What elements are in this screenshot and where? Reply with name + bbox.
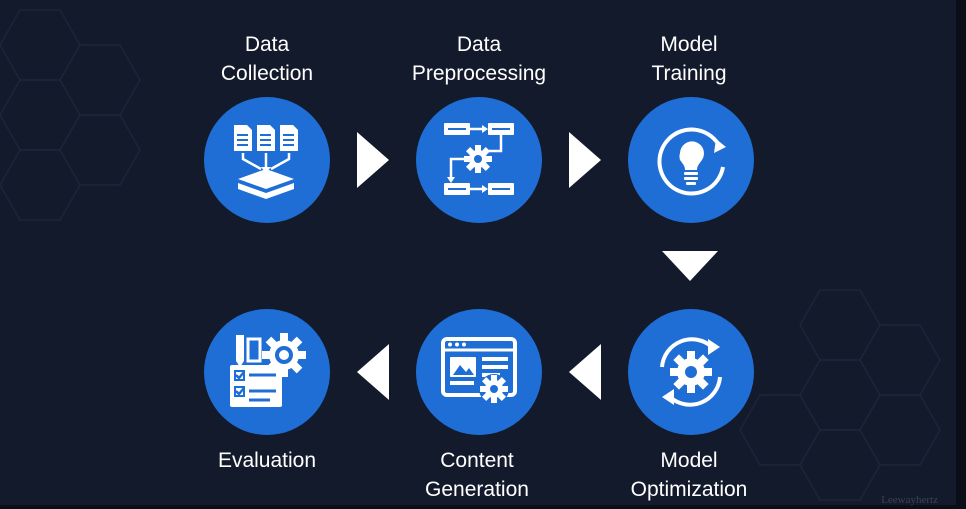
arrow-right-1: [357, 132, 389, 188]
step-label-model-training: Model Training: [651, 33, 727, 85]
data-collection-icon: [234, 125, 298, 199]
gear-cycle-icon: [660, 337, 722, 407]
step-model-optimization: [628, 309, 754, 435]
step-label-data-preprocessing: Data Preprocessing: [411, 33, 547, 85]
step-data-preprocessing: [416, 97, 542, 223]
watermark: Leewayhertz: [881, 494, 938, 506]
arrow-down: [662, 251, 718, 281]
step-evaluation: [204, 309, 330, 435]
checklist-gear-icon: [230, 333, 306, 407]
bottom-border: [0, 505, 966, 509]
step-label-data-collection: Data Collection: [220, 33, 314, 85]
arrow-right-2: [569, 132, 601, 188]
arrow-left-1: [569, 344, 601, 400]
flowchart-gear-icon: [444, 123, 514, 195]
step-label-model-optimization: Model Optimization: [630, 449, 748, 501]
step-data-collection: [204, 97, 330, 223]
lightbulb-cycle-icon: [657, 127, 726, 196]
step-label-evaluation: Evaluation: [217, 449, 317, 472]
step-content-generation: [416, 309, 542, 435]
webpage-gear-icon: [441, 337, 517, 404]
arrow-left-2: [357, 344, 389, 400]
step-model-training: [628, 97, 754, 223]
right-border: [956, 0, 966, 509]
step-label-content-generation: Content Generation: [425, 449, 529, 501]
